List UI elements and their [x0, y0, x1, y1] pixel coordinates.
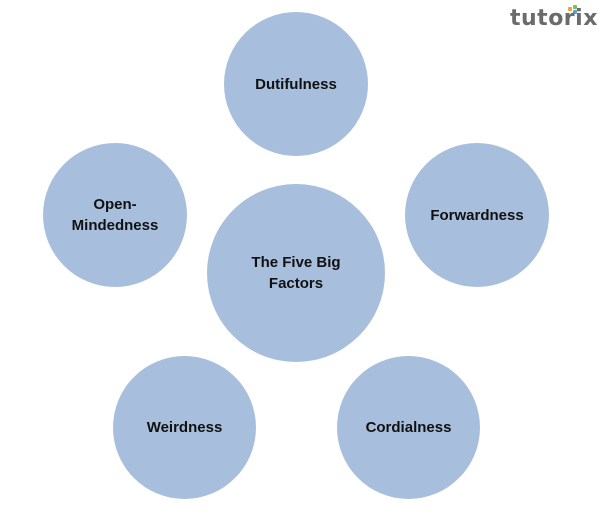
- node-label: Dutifulness: [255, 75, 337, 93]
- factor-node-weirdness: Weirdness: [113, 356, 256, 499]
- center-node-five-big-factors: The Five Big Factors: [207, 184, 385, 362]
- node-label: Forwardness: [430, 206, 524, 224]
- logo-dot-green: [573, 5, 577, 9]
- logo-dot-blue: [573, 10, 577, 14]
- factor-node-cordialness: Cordialness: [337, 356, 480, 499]
- node-label: Weirdness: [146, 419, 223, 436]
- tutorix-logo: tutorix: [510, 4, 597, 34]
- factor-node-dutifulness: Dutifulness: [224, 12, 368, 156]
- logo-dot-orange: [568, 7, 572, 11]
- factor-node-forwardness: Forwardness: [405, 143, 549, 287]
- node-label: Cordialness: [365, 419, 452, 436]
- center-label: The Five Big Factors: [251, 254, 341, 292]
- node-label: Open- Mindedness: [71, 196, 159, 234]
- factor-node-open-mindedness: Open- Mindedness: [43, 143, 187, 287]
- logo-text: tutorix: [510, 6, 598, 31]
